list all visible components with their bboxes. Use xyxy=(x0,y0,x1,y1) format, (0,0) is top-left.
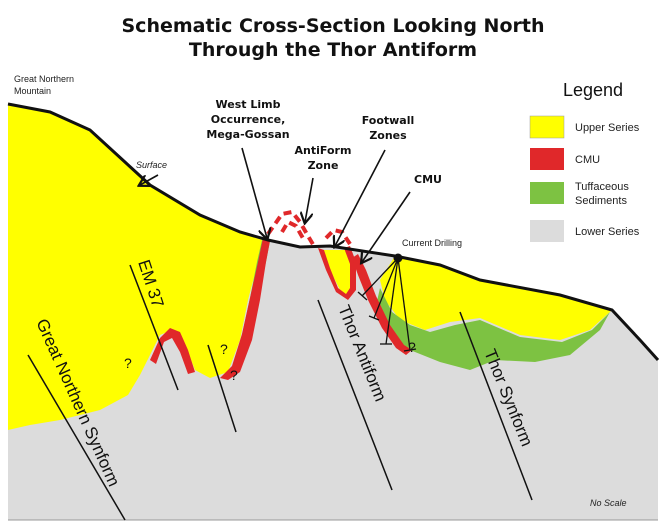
antiform-zone-arrow xyxy=(305,177,314,222)
thor-synform-axis xyxy=(459,311,533,501)
question-mark-2: ? xyxy=(220,341,228,357)
cmu-footwall-band xyxy=(352,254,412,355)
legend-label-tuffaceous-2: Sediments xyxy=(575,195,627,207)
legend-swatch-upper-series xyxy=(529,115,565,139)
great-northern-synform-axis xyxy=(27,354,126,521)
upper-series-east xyxy=(380,256,612,340)
west-limb-arrow xyxy=(241,147,267,238)
upper-series-west xyxy=(8,104,262,430)
footwall-arrow xyxy=(335,149,386,246)
title-line-1: Schematic Cross-Section Looking North xyxy=(122,15,545,37)
legend-heading: Legend xyxy=(563,80,623,100)
great-northern-mountain-label-2: Mountain xyxy=(14,86,51,96)
antiform-zone-label-2: Zone xyxy=(308,159,339,172)
no-scale-label: No Scale xyxy=(590,498,627,508)
legend-swatch-cmu xyxy=(530,148,564,170)
legend-label-tuffaceous-1: Tuffaceous xyxy=(575,181,629,193)
west-limb-label-3: Mega-Gossan xyxy=(206,128,289,141)
current-drilling-label: Current Drilling xyxy=(402,238,462,248)
question-mark-1: ? xyxy=(124,355,132,371)
tuffaceous-east xyxy=(375,288,610,370)
drill-holes xyxy=(357,253,417,352)
cmu-west-limb xyxy=(220,238,270,380)
question-mark-4: ? xyxy=(408,339,416,355)
cmu-label: CMU xyxy=(414,173,442,186)
title-line-2: Through the Thor Antiform xyxy=(189,39,477,61)
surface-label: Surface xyxy=(136,160,167,170)
legend-swatch-lower-series xyxy=(530,220,564,242)
surface-arrow xyxy=(140,174,159,185)
west-limb-label-1: West Limb xyxy=(216,98,281,111)
surface-line xyxy=(7,102,660,362)
legend-label-cmu: CMU xyxy=(575,154,600,166)
thor-antiform-axis xyxy=(317,299,393,491)
em37-axis-line xyxy=(129,264,179,391)
eroded-cmu-dashed xyxy=(266,209,352,248)
cmu-em37-fold xyxy=(150,328,195,374)
great-northern-mountain-label-1: Great Northern xyxy=(14,74,74,84)
legend-swatch-tuffaceous xyxy=(530,182,564,204)
footwall-label-2: Zones xyxy=(369,129,407,142)
upper-series-antiform-core xyxy=(322,250,354,296)
legend-label-upper-series: Upper Series xyxy=(575,122,640,134)
cmu-arrow xyxy=(362,191,411,262)
west-fold-axis xyxy=(207,344,237,433)
antiform-zone-label-1: AntiForm xyxy=(295,144,352,157)
cmu-antiform-fold xyxy=(318,246,356,300)
footwall-label-1: Footwall xyxy=(362,114,415,127)
west-limb-label-2: Occurrence, xyxy=(211,113,286,126)
legend: Legend Upper Series CMU Tuffaceous Sedim… xyxy=(529,80,640,242)
legend-label-lower-series: Lower Series xyxy=(575,226,640,238)
question-mark-3: ? xyxy=(230,367,238,383)
